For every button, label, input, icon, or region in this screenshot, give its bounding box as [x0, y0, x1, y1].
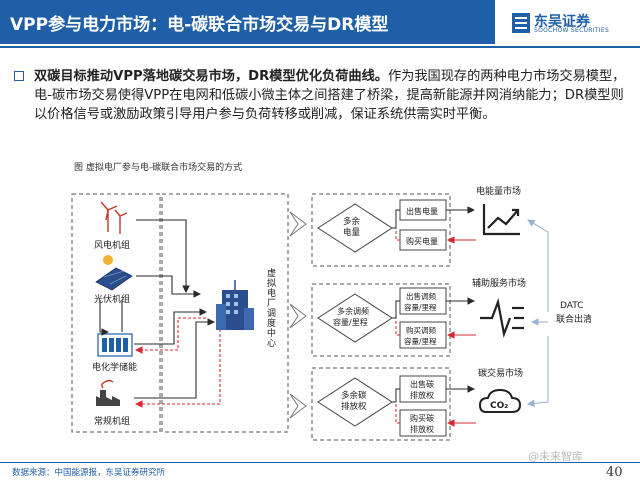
company-logo: 东吴证券 SOOCHOW SECURITIES: [512, 10, 632, 36]
battery-storage-icon: [97, 333, 133, 357]
source-label-conventional: 常规机组: [94, 415, 130, 427]
source-label-storage: 电化学储能: [92, 361, 137, 373]
group-energy: 多余 电量: [317, 203, 393, 253]
buy-carbon-2: 排放权: [410, 424, 434, 434]
co2-label: CO₂: [490, 401, 508, 411]
group-label-energy-1: 多余: [343, 216, 361, 227]
buy-ancillary-2: 容量/里程: [404, 336, 437, 346]
buy-ancillary-1: 购买调频: [406, 325, 436, 335]
factory-icon: [96, 379, 120, 406]
clearing-label-1: DATC: [560, 301, 583, 311]
group-label-ancillary-2: 容量/里程: [333, 317, 368, 327]
group-carbon: 多余碳 排放权: [317, 377, 393, 427]
title-divider: [0, 46, 640, 48]
group-label-carbon-2: 排放权: [341, 401, 367, 412]
bullet-square-icon: [14, 71, 24, 81]
wind-turbine-icon: [100, 201, 128, 234]
source-label-wind: 风电机组: [94, 239, 130, 251]
trend-chart-icon: [482, 204, 520, 236]
market-energy-label: 电能量市场: [476, 185, 521, 197]
sell-carbon-2: 排放权: [410, 390, 434, 400]
figure-caption: 图 虚拟电厂参与电-碳联合市场交易的方式: [74, 163, 243, 173]
logo-icon: [512, 13, 530, 33]
sell-ancillary-2: 容量/里程: [404, 302, 437, 312]
group-label-carbon-1: 多余碳: [341, 390, 367, 401]
data-source: 数据来源：中国能源报，东吴证券研究所: [12, 468, 166, 478]
market-ancillary-label: 辅助服务市场: [472, 277, 526, 289]
sell-ancillary-1: 出售调频: [406, 291, 436, 301]
body-paragraph: 双碳目标推动VPP落地碳交易市场，DR模型优化负荷曲线。作为我国现存的两种电力市…: [34, 67, 630, 124]
vpp-market-diagram: 风电机组 光伏机组 电化学储能 常规机组: [71, 185, 592, 441]
source-label-solar: 光伏机组: [94, 293, 130, 305]
body-bold-lead: 双碳目标推动VPP落地碳交易市场，DR模型优化负荷曲线。: [34, 69, 388, 84]
buy-carbon-1: 购买碳: [410, 413, 434, 423]
co2-cloud-icon: CO₂: [478, 388, 522, 413]
page-number: 40: [606, 465, 623, 480]
sell-carbon-1: 出售碳: [410, 379, 434, 389]
page-title: VPP参与电力市场：电-碳联合市场交易与DR模型: [10, 15, 389, 35]
dispatch-center-icon: [216, 280, 254, 330]
group-label-ancillary-1: 多余调频: [337, 306, 369, 316]
sell-energy: 出售电量: [406, 206, 438, 216]
market-carbon-label: 碳交易市场: [478, 367, 523, 379]
buy-energy: 购买电量: [406, 236, 438, 246]
watermark: @未来智库: [528, 450, 583, 463]
title-bar: VPP参与电力市场：电-碳联合市场交易与DR模型: [0, 0, 495, 44]
clearing-label-2: 联合出清: [556, 313, 592, 325]
solar-panel-icon: [95, 255, 133, 291]
group-ancillary: 多余调频 容量/里程: [317, 293, 393, 343]
body-text: 作为我国现存的两种电力市场交易模型，电-碳市场交易使得VPP在电网和低碳小微主体…: [34, 69, 626, 122]
footer-divider: [0, 462, 640, 463]
logo-english-name: SOOCHOW SECURITIES: [534, 27, 610, 34]
dispatch-center-label: 虚拟电厂调度中心: [265, 267, 276, 348]
frequency-wave-icon: [480, 297, 524, 339]
logo-name: 东吴证券: [534, 14, 590, 30]
group-label-energy-2: 电量: [343, 227, 361, 238]
